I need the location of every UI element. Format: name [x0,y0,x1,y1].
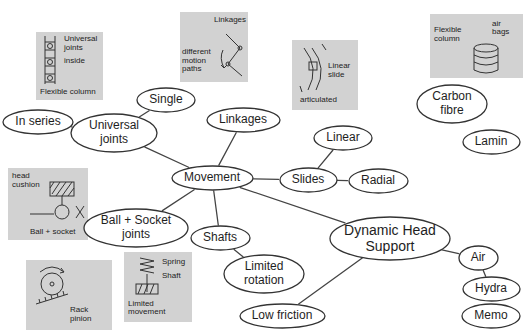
bubble-ellipse [330,217,450,260]
branch-line [442,250,459,254]
mindmap-bubble: Linkages [206,107,281,133]
mindmap-bubble: Dynamic Head Support [329,216,451,261]
bubble-text: Movement [184,171,240,185]
branch-line [483,271,485,277]
branch-line [214,191,219,225]
mindmap-bubble: Slides [279,167,338,193]
note-text: different motion paths [182,48,220,74]
rack-pinion-sketch [36,267,68,304]
bubble-ellipse [71,114,157,152]
mindmap-bubble: Limited rotation [223,254,305,294]
sticky-note: head cushionBall + socket [8,168,88,240]
bubble-ellipse [280,168,337,192]
bubble-ellipse [314,126,372,150]
mindmap-bubble: In series [2,109,74,135]
note-text: Linkages [214,16,247,25]
bubble-text: Linkages [219,113,267,127]
mindmap-bubble: Movement [171,165,254,191]
mindmap-bubble: Low friction [239,303,326,329]
mindmap-bubble: Hydra [462,276,521,302]
sticky-note: Rack pinion [26,260,112,330]
bubble-text: Hydra [475,282,507,296]
bubble-text: Universal joints [83,119,145,147]
branch-line [162,190,194,211]
note-text: Rack pinion [70,306,108,324]
bubble-text: Low friction [252,309,313,323]
mindmap-bubble: Carbon fibre [416,84,488,124]
mindmap-bubble: Lamin [462,129,521,155]
mindmap-bubble: Memo [461,303,521,329]
bubble-ellipse [3,110,73,134]
mindmap-bubble: Air [458,245,499,271]
bubble-text: Ball + Socket joints [96,214,176,242]
bubble-ellipse [463,277,520,301]
branch-line [240,188,345,223]
bubble-text: Carbon fibre [429,90,475,118]
note-text: Shaft [162,272,190,281]
bubble-text: Memo [474,309,507,323]
bubble-text: Linear [326,131,359,145]
bubble-text: Single [149,93,182,107]
mindmap-bubble: Ball + Socket joints [83,208,189,248]
ball-socket-sketch [30,182,84,219]
bubble-text: Slides [292,173,325,187]
note-text: head cushion [12,172,48,190]
note-text: air bags [492,20,518,38]
note-text: Limited movement [128,300,188,318]
bubble-text: Shafts [203,231,237,245]
branch-line [253,178,278,180]
bubble-text: Radial [361,174,395,188]
bubble-ellipse [462,304,520,328]
branch-line [337,180,347,181]
bubble-ellipse [417,85,487,123]
mindmap-bubble: Universal joints [70,113,158,153]
bubble-ellipse [224,255,304,293]
branch-line [145,147,189,167]
flexible-column-sketch [45,36,55,84]
bubble-text: Air [471,251,486,265]
air-bag-column-sketch [474,44,498,73]
note-text: Linear slide [328,62,356,80]
bubble-ellipse [137,88,195,112]
sticky-note: Linear slide articulated [292,40,358,110]
bubble-ellipse [240,304,325,328]
bubble-ellipse [191,226,250,250]
bubble-ellipse [459,246,498,270]
mindmap-bubble: Shafts [190,225,251,251]
bubble-ellipse [207,108,280,132]
bubble-text: Lamin [475,135,508,149]
mindmap-bubble: Linear [313,125,373,151]
note-text: Universal joints [64,35,102,53]
branch-line [219,133,236,165]
bubble-text: In series [15,115,60,129]
bubble-text: Dynamic Head Support [342,222,438,254]
bubble-text: Limited rotation [236,260,292,288]
linear-slide-sketch [300,44,326,92]
bubble-ellipse [463,130,520,154]
mindmap-bubble: Radial [348,168,409,194]
note-text: Flexible column [40,88,102,97]
branch-line [299,258,363,304]
branch-line [318,150,333,168]
spring-shaft-sketch [136,258,158,294]
note-text: Spring [162,258,190,267]
note-text: Flexible column [434,26,472,44]
branch-line [234,250,243,257]
note-text: articulated [300,96,352,105]
linkage-sketch [221,34,242,76]
note-text: Ball + socket [30,228,86,237]
bubble-ellipse [349,169,408,193]
bubble-ellipse [172,166,253,190]
branch-line [140,111,149,117]
mindmap-bubble: Single [136,87,196,113]
note-text: inside [64,57,100,66]
bubble-ellipse [84,209,188,247]
